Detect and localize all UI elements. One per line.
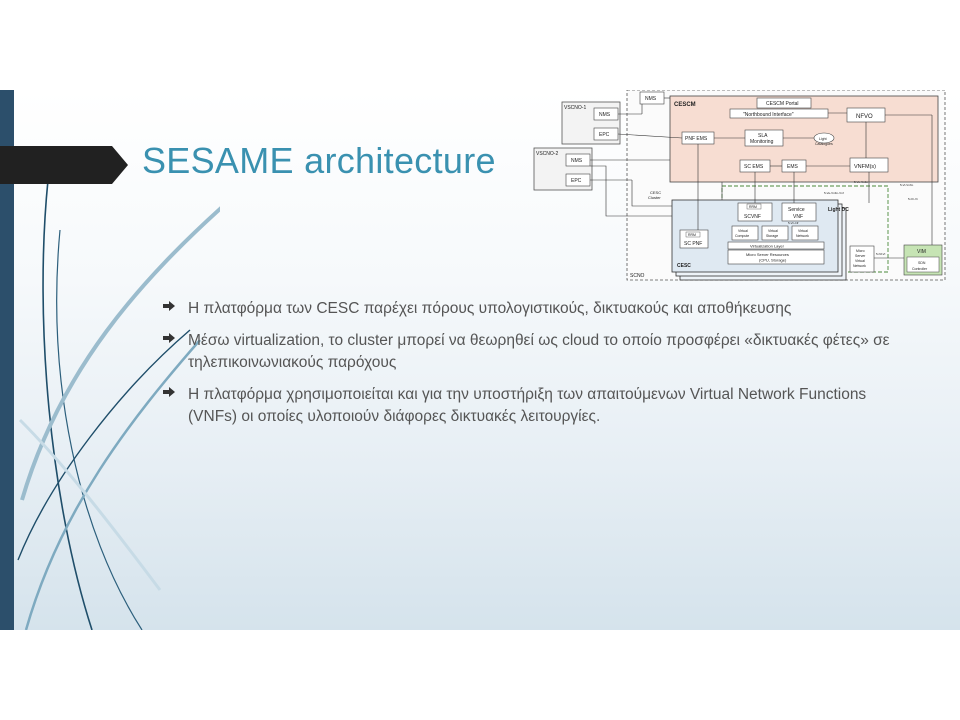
sc-ems-label: SC EMS <box>744 164 764 170</box>
monitoring-label: Monitoring <box>750 139 774 145</box>
virt-layer-box <box>727 241 825 250</box>
cesc-cluster-label-2: Cluster <box>648 195 661 200</box>
bullet-item: Μέσω virtualization, το cluster μπορεί ν… <box>162 330 892 374</box>
vnfm-label: VNFM(s) <box>854 164 876 170</box>
micro-label-4: Network <box>853 264 866 268</box>
vstorage-label-1: Virtual <box>768 229 778 233</box>
arrow-bullet-icon <box>163 333 175 343</box>
msr-box <box>727 249 825 265</box>
bullet-item: Η πλατφόρμα των CESC παρέχει πόρους υπολ… <box>162 298 892 320</box>
if-orvi-label: 5-Or-Vi <box>908 197 918 201</box>
northbound-box <box>729 108 829 119</box>
arrow-bullet-icon <box>163 387 175 397</box>
slide: SESAME architecture VSCNO-1 NMS EPC VSCN… <box>0 90 960 630</box>
if-vevnfmvnf-label: 5-Ve-Vnfm-Vnf <box>824 191 844 195</box>
rrm-pnf-label: RRM <box>688 233 696 237</box>
slide-title: SESAME architecture <box>142 140 496 181</box>
vcompute-label-2: Compute <box>735 234 749 238</box>
sla-label: SLA <box>758 133 768 139</box>
rrm-inner-label: RRM <box>749 205 757 209</box>
decorative-curves <box>17 179 220 630</box>
pnf-ems-label: PNF EMS <box>685 136 708 142</box>
vstorage-label-2: Storage <box>766 234 778 238</box>
vnetwork-label-1: Virtual <box>798 229 808 233</box>
sc-pnf-label: SC PNF <box>684 241 702 247</box>
micro-server-network-box <box>849 245 875 273</box>
if-vivnfm-label: 5-Vi-Vnfm <box>900 183 914 187</box>
light-dc-label: Light DC <box>828 207 849 213</box>
bullet-text: Η πλατφόρμα των CESC παρέχει πόρους υπολ… <box>188 300 792 317</box>
vstorage-box <box>761 225 789 241</box>
rrm-inner-box <box>746 203 762 210</box>
vscno2-epc-label: EPC <box>571 178 582 184</box>
vcompute-label-1: Virtual <box>738 229 748 233</box>
vscno1-label: VSCNO-1 <box>564 105 586 111</box>
nms-top-label: NMS <box>645 96 657 102</box>
if-nfvi-label: 5-Nf-Vi <box>876 252 886 256</box>
architecture-diagram: VSCNO-1 NMS EPC VSCNO-2 NMS EPC NMS CESC… <box>533 90 946 281</box>
arrow-bullet-icon <box>163 301 175 311</box>
ems-label: EMS <box>787 164 799 170</box>
vscno1-nms-label: NMS <box>599 112 611 118</box>
micro-label-3: Virtual <box>855 259 865 263</box>
sdn-box <box>906 256 940 273</box>
sdn-label-2: Controller <box>912 267 928 271</box>
left-accent-bar <box>0 90 14 630</box>
service-vnf-box <box>781 202 817 222</box>
northbound-label: "Northbound Interface" <box>743 112 794 118</box>
service-vnf-label-2: VNF <box>793 214 803 220</box>
service-vnf-label-1: Service <box>788 207 805 213</box>
vcompute-box <box>731 225 759 241</box>
sdn-label-1: SDN <box>918 261 926 265</box>
scno-label: SCNO <box>630 273 645 279</box>
bullet-text: Μέσω virtualization, το cluster μπορεί ν… <box>188 332 890 371</box>
catalogue-label-2: Catalogues <box>815 142 833 146</box>
micro-label-2: Server <box>855 254 866 258</box>
virt-layer-label: Virtualization Layer <box>750 244 785 249</box>
title-arrow-icon <box>0 146 128 184</box>
bullet-text: Η πλατφόρμα χρησιμοποιείται και για την … <box>188 386 867 425</box>
if-vnnf-label: 5-Vn-Nf <box>788 221 799 225</box>
vscno2-label: VSCNO-2 <box>536 151 558 157</box>
cesc-cluster-label-1: CESC <box>650 190 661 195</box>
cescm-portal-label: CESCM Portal <box>766 101 799 107</box>
scvnf-label: SCVNF <box>744 214 761 220</box>
vim-label: VIM <box>917 249 926 255</box>
micro-label-1: Micro <box>856 249 865 253</box>
msr-label-2: (CPU, Storage) <box>759 258 787 263</box>
vnetwork-box <box>791 225 819 241</box>
if-vevnfm-label: 5-Ve-Vnfm <box>854 180 869 184</box>
cescm-portal-box <box>756 97 812 109</box>
diagram-links <box>590 97 933 259</box>
vnetwork-label-2: Network <box>796 234 809 238</box>
nfvo-label: NFVO <box>856 114 873 120</box>
vscno2-nms-label: NMS <box>571 158 583 164</box>
catalogue-label-1: Light <box>819 137 827 141</box>
bullet-item: Η πλατφόρμα χρησιμοποιείται και για την … <box>162 384 892 428</box>
rrm-pnf-box <box>685 231 701 238</box>
msr-label-1: Micro Server Resources <box>746 252 789 257</box>
vscno1-epc-label: EPC <box>599 132 610 138</box>
bullet-list: Η πλατφόρμα των CESC παρέχει πόρους υπολ… <box>162 298 892 438</box>
cescm-label: CESCM <box>674 102 696 108</box>
cesc-label: CESC <box>677 263 691 269</box>
